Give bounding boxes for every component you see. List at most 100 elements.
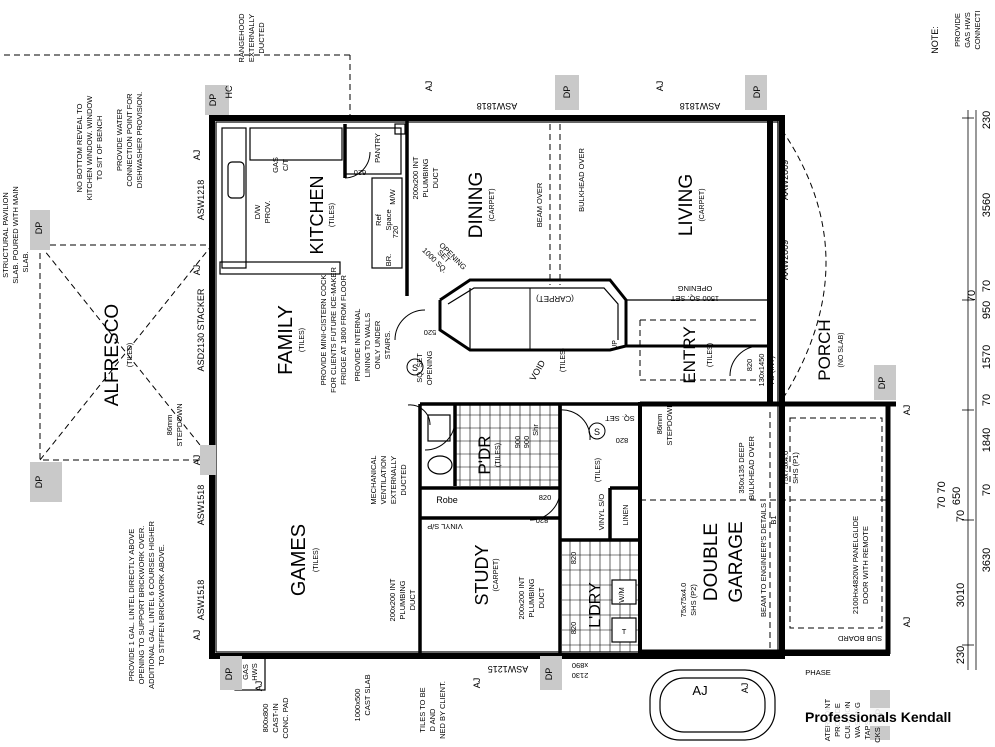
aj-marker: AJ — [254, 681, 264, 692]
watermark: Professionals Kendall — [802, 708, 955, 726]
note-pavilion: STRUCTURAL PAVILION — [1, 192, 10, 278]
room-finish-alfresco: (TILED) — [127, 343, 134, 368]
room-label-alfresco: ALFRESCO — [102, 304, 123, 406]
label-phase: PHASE — [805, 668, 830, 677]
window-label-aaw2009-a: AAW2009 — [780, 160, 790, 200]
window-label-asd2130: ASD2130 STACKER — [196, 288, 206, 371]
note-plumbing-duct: 200x200 INT — [517, 576, 526, 619]
note-lintel: PROVIDE 1 GAL. LINTEL DIRECTLY ABOVE — [127, 529, 136, 681]
dp-marker: DP — [34, 222, 44, 235]
label-gas-hws: GAS — [241, 664, 250, 680]
note-plumbing-duct: 200x200 INT — [411, 156, 420, 199]
note-shs-p2: SHS (P2) — [689, 584, 698, 616]
note-mechanical-ventilation: MECHANICAL — [369, 455, 378, 504]
room-label-linen: LINEN — [623, 505, 630, 526]
room-label-robe: Robe — [436, 495, 458, 505]
room-label-pdr: P'DR — [475, 435, 494, 474]
note-mechanical-ventilation: DUCTED — [399, 464, 408, 496]
note-plumbing-duct: PLUMBING — [527, 578, 536, 617]
dp-marker: DP — [34, 476, 44, 489]
note-set-opening: OPENING — [678, 284, 713, 293]
label-vinyl-sp: VINYL S/P — [427, 522, 463, 531]
note-tiles-client: NED BY CLIENT. — [438, 681, 447, 739]
note-lintel: OPENING TO SUPPORT BRICKWORK OVER. — [137, 526, 146, 685]
hc-marker: HC — [224, 85, 234, 98]
window-label-asw1215: ASW1215 — [488, 664, 529, 674]
label-door-width: 820 — [536, 516, 549, 525]
dp-marker: DP — [877, 377, 887, 390]
room-label-living: LIVING — [676, 174, 697, 236]
room-label-family: FAMILY — [275, 305, 297, 375]
label-wm: W/M — [617, 587, 626, 602]
label-dim-890: x890 — [572, 661, 588, 670]
note-panelglide-door: DOOR WITH REMOTE — [861, 526, 870, 604]
dimension: 950 — [981, 301, 993, 319]
dimension: 3630 — [981, 548, 993, 572]
label-door-width: 720 — [391, 226, 400, 239]
dp-marker: DP — [752, 86, 762, 99]
room-label-garage-1: DOUBLE — [701, 523, 722, 601]
note-internal-lining: ONLY UNDER — [373, 320, 382, 369]
room-finish-games: (TILES) — [313, 548, 320, 572]
aj-marker: AJ — [902, 617, 912, 628]
note-internal-lining: LINING TO WALLS — [363, 313, 372, 377]
dimension: 70 — [955, 510, 967, 522]
room-label-garage-2: GARAGE — [726, 521, 747, 602]
room-label-void: VOID — [528, 358, 548, 382]
dimension: 1840 — [981, 428, 993, 452]
aj-marker: AJ — [902, 405, 912, 416]
window-label-asw1518-b: ASW1518 — [196, 580, 206, 621]
dp-marker: DP — [208, 94, 218, 107]
room-label-ldry: L'DRY — [587, 582, 604, 628]
window-label-aaw2009-b: AAW2009 — [780, 240, 790, 280]
room-label-porch: PORCH — [815, 319, 834, 380]
note-mini-cistern: FRIDGE AT 1800 FROM FLOOR — [339, 275, 348, 385]
label-gas-hws: HWS — [250, 663, 259, 681]
label-ref-space: Space — [384, 209, 393, 230]
note-gas-hws: PROVIDE — [953, 13, 962, 47]
note-no-bottom-reveal: TO SIT OF BENCH — [95, 116, 104, 181]
room-finish-study: (CARPET) — [493, 558, 500, 591]
note-cast-pad: 800x800 — [261, 704, 270, 733]
room-finish-void: (TILES) — [560, 348, 567, 372]
room-label-kitchen: KITCHEN — [307, 175, 327, 254]
note-water-connection: PROVIDE WATER — [115, 108, 124, 171]
dimension: 3560 — [981, 193, 993, 217]
note-mechanical-ventilation: VENTILATION — [379, 456, 388, 505]
aj-marker: AJ — [655, 81, 665, 92]
kitchen-fixtures — [219, 123, 406, 275]
window-label-asw1818-a: ASW1818 — [477, 101, 518, 111]
label-door-width: 820 — [569, 622, 578, 635]
aj-marker: AJ — [192, 150, 202, 161]
room-finish-entry: (TILES) — [707, 343, 714, 367]
note-pavilion: SLAB. — [21, 251, 30, 272]
label-mw: M/W — [388, 188, 397, 204]
room-label-dining: DINING — [466, 172, 487, 239]
window-label-asw1818-b: ASW1818 — [680, 101, 721, 111]
label-sub-board: SUB BOARD — [837, 634, 882, 643]
window-label-asw1218: ASW1218 — [196, 180, 206, 221]
note-tiles-client: D AND — [428, 708, 437, 732]
note-tiles-client: TILES TO BE — [418, 687, 427, 732]
label-door-width: 820 — [616, 436, 629, 445]
label-b1: B1 — [769, 515, 778, 524]
label-ct: C/T — [281, 159, 290, 172]
aj-marker: AJ — [424, 81, 434, 92]
downpipe-markers — [30, 75, 896, 740]
aj-marker: AJ — [192, 630, 202, 641]
note-sq-set: SQ. SET — [605, 414, 635, 423]
label-door-dims: AJ (INT) — [767, 356, 776, 384]
note-right-edge: TAPS — [863, 720, 872, 739]
room-finish-kitchen: (TILES) — [329, 203, 336, 227]
bathroom-fixtures — [234, 404, 776, 741]
room-label-study: STUDY — [472, 544, 492, 605]
dp-marker: DP — [224, 668, 234, 681]
note-lintel: ADDITIONAL GAL. LINTEL 6 COURSES HIGHER — [147, 521, 156, 689]
note-plumbing-duct: PLUMBING — [421, 158, 430, 197]
aj-marker: AJ — [192, 455, 202, 466]
note-lintel: TO STIFFEN BRICKWORK ABOVE. — [157, 544, 166, 666]
label-br: BR. — [384, 254, 393, 267]
label-shower-size: 900 — [513, 436, 522, 449]
note-no-bottom-reveal: KITCHEN WINDOW. WINDOW — [85, 95, 94, 200]
